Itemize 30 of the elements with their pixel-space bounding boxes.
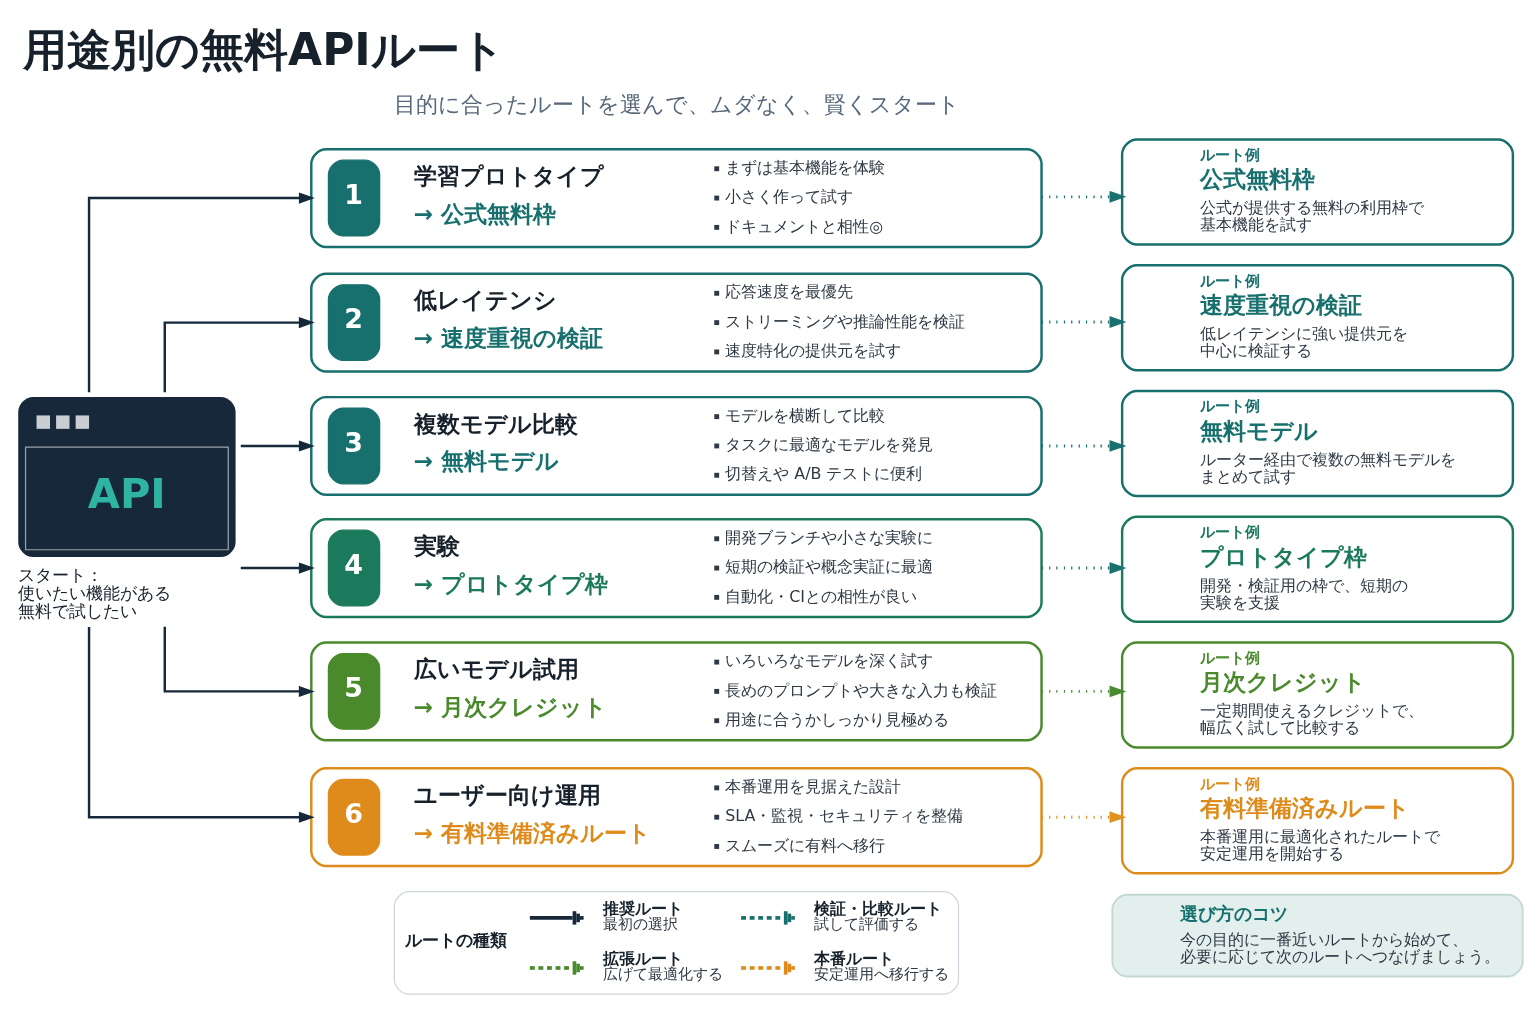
node-box: 5 広いモデル試用 → 月次クレジット いろいろなモデルを深く試す 長めのプロンプトや大きな入力も検証 用途に合うかしっかり見極める (310, 640, 1043, 741)
arrow (163, 316, 315, 392)
diagram-title: 用途別の無料APIルート (23, 23, 505, 75)
arrow (1041, 439, 1127, 452)
node-box: ルート例 プロトタイプ枠 開発・検証用の枠で、短期の実験を支援 (1120, 515, 1515, 623)
node-box: 2 低レイテンシ → 速度重視の検証 応答速度を最優先 ストリーミングや推論性能を検証 速度特化の提供元を試す (310, 272, 1043, 373)
arrow (1041, 561, 1127, 574)
node-box: ルート例 有料準備済みルート 本番運用に最適化されたルートで安定運用を開始する (1120, 766, 1515, 875)
label: 目的に合ったルートを選んで、ムダなく、賢くスタート (393, 91, 960, 117)
node-box: ルート例 公式無料枠 公式が提供する無料の利用枠で基本機能を試す (1120, 137, 1515, 246)
arrow (240, 439, 315, 452)
arrow (1041, 810, 1127, 823)
arrow (240, 562, 315, 574)
arrow (163, 626, 315, 697)
node-box: 6 ユーザー向け運用 → 有料準備済みルート 本番運用を見据えた設計 SLA・監視・セキュリティを整備 スムーズに有料へ移行 (310, 766, 1043, 867)
node-box: ルート例 月次クレジット 一定期間使えるクレジットで、幅広く試して比較する (1120, 640, 1515, 749)
arrow (1041, 190, 1127, 203)
arrow (1041, 685, 1127, 697)
arrow (87, 626, 315, 823)
node-box: 3 複数モデル比較 → 無料モデル モデルを横断して比較 タスクに最適なモデルを発見 切替えや A/B テストに便利 (310, 395, 1043, 496)
label: ルートの種類 (405, 929, 508, 950)
node-box: 4 実験 → プロトタイプ枠 開発ブランチや小さな実験に 短期の検証や概念実証に最適 自動化・CIとの相性が良い (310, 517, 1043, 618)
node-label: スタート： (18, 564, 104, 585)
node-box: API (18, 396, 236, 557)
arrow (1041, 315, 1127, 328)
node-box: 1 学習プロトタイプ → 公式無料枠 まずは基本機能を体験 小さく作って試す ドキュメントと相性◎ (310, 147, 1043, 248)
arrow (87, 192, 315, 392)
node-box: ルート例 速度重視の検証 低レイテンシに強い提供元を中心に検証する (1120, 263, 1515, 371)
node-box: 選び方のコツ 今の目的に一番近いルートから始めて、必要に応じて次のルートへつなげましょう。 (1111, 893, 1524, 977)
node-box: ルート例 無料モデル ルーター経由で複数の無料モデルをまとめて試す (1120, 389, 1515, 497)
